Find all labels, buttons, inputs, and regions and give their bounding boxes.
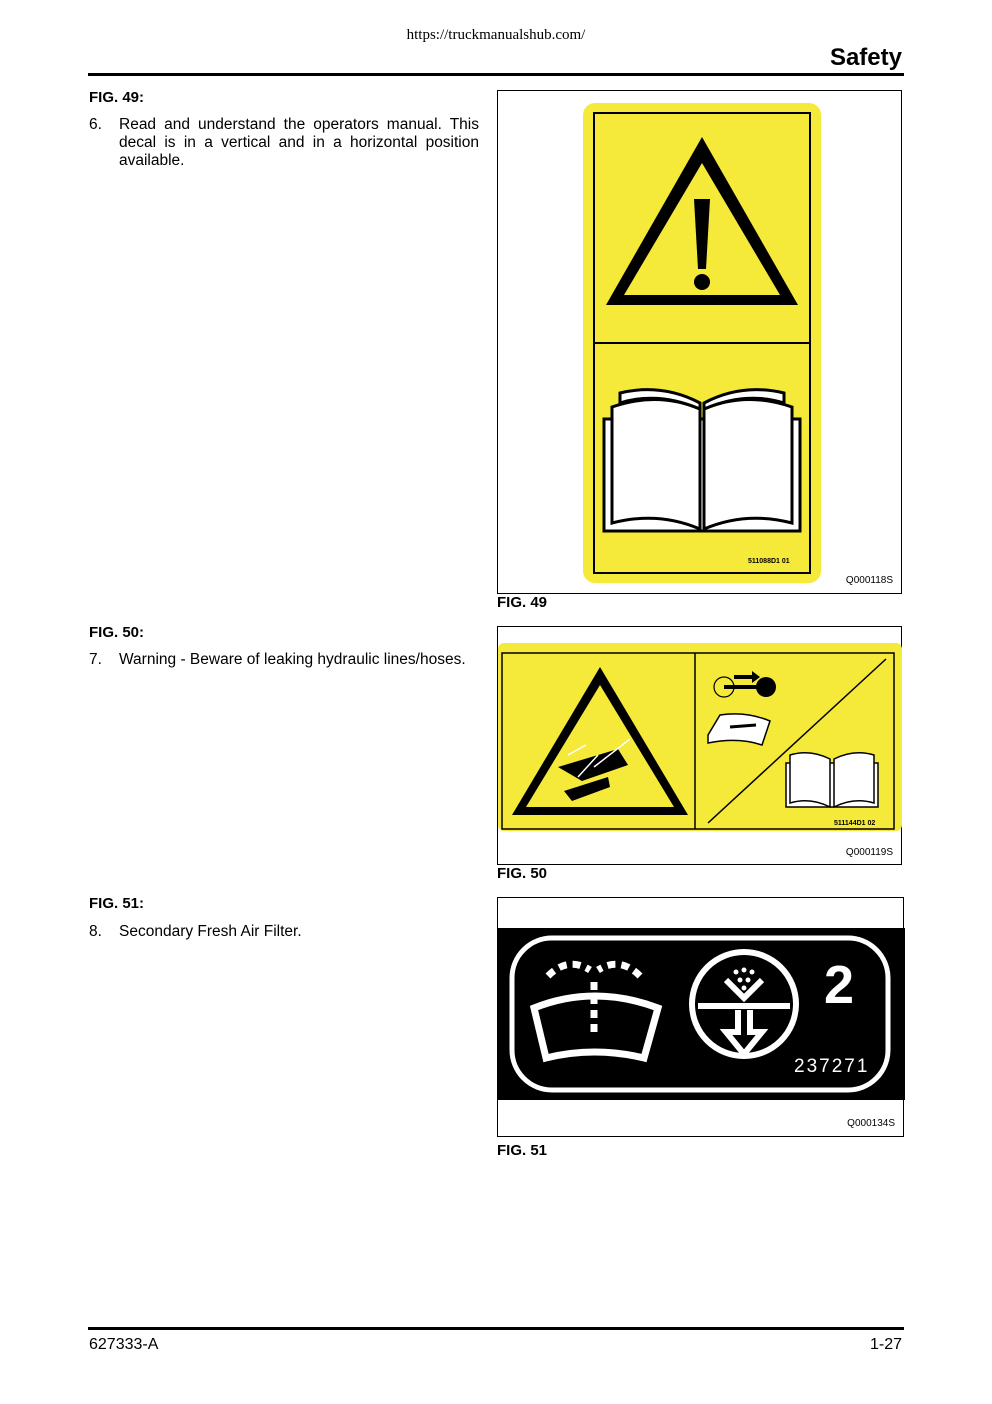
fig50-item-number: 7. bbox=[89, 651, 102, 668]
key-icon bbox=[713, 671, 776, 698]
manual-warning-decal bbox=[583, 103, 821, 583]
section-title: Safety bbox=[829, 44, 902, 71]
source-url[interactable]: https://truckmanualshub.com/ bbox=[406, 27, 586, 43]
washer-icon bbox=[529, 960, 663, 1063]
fig51-heading: FIG. 51: bbox=[89, 895, 145, 912]
fig51-item: 8. Secondary Fresh Air Filter. bbox=[89, 923, 479, 941]
fig49-item: 6. Read and understand the operators man… bbox=[89, 116, 479, 170]
fig50-item: 7. Warning - Beware of leaking hydraulic… bbox=[89, 651, 479, 669]
fig50-caption: FIG. 50 bbox=[497, 865, 548, 882]
fig50-decal-number: 511144D1 02 bbox=[834, 820, 876, 827]
fig49-image: 511088D1 01 Q000118S bbox=[497, 90, 902, 594]
service-manual-icon bbox=[707, 713, 771, 746]
air-filter-icon bbox=[689, 949, 799, 1059]
book-icon bbox=[785, 752, 879, 809]
page-number: 1-27 bbox=[869, 1336, 902, 1353]
fig49-heading: FIG. 49: bbox=[89, 89, 145, 106]
fig50-heading: FIG. 50: bbox=[89, 624, 145, 641]
fig49-item-number: 6. bbox=[89, 116, 102, 133]
fig51-caption: FIG. 51 bbox=[497, 1142, 548, 1159]
fig51-image-code: Q000134S bbox=[847, 1118, 895, 1129]
fig51-item-text: Secondary Fresh Air Filter. bbox=[119, 923, 302, 940]
document-number: 627333-A bbox=[89, 1336, 159, 1353]
fig49-image-code: Q000118S bbox=[845, 575, 893, 586]
fig51-item-number: 8. bbox=[89, 923, 102, 940]
fig51-decal-big-number: 2 bbox=[824, 955, 855, 1015]
fig49-caption: FIG. 49 bbox=[497, 594, 548, 611]
hydraulic-injection-icon bbox=[512, 667, 688, 815]
hydraulic-warning-decal bbox=[498, 643, 902, 831]
book-icon bbox=[602, 388, 802, 533]
fig51-image: 2 237271 Q000134S bbox=[497, 897, 905, 1137]
fig49-item-text: Read and understand the operators manual… bbox=[119, 116, 479, 169]
fresh-air-filter-decal bbox=[498, 928, 905, 1100]
warning-triangle-icon bbox=[606, 137, 798, 305]
fig51-decal-number: 237271 bbox=[794, 1056, 870, 1077]
fig50-item-text: Warning - Beware of leaking hydraulic li… bbox=[119, 651, 466, 668]
header-rule bbox=[88, 73, 904, 76]
fig50-image-code: Q000119S bbox=[845, 847, 893, 858]
fig50-image: 511144D1 02 Q000119S bbox=[497, 626, 902, 865]
fig49-decal-number: 511088D1 01 bbox=[748, 558, 790, 565]
footer-rule bbox=[88, 1327, 904, 1330]
